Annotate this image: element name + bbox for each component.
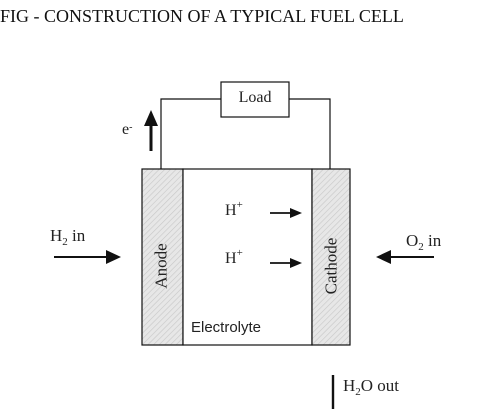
proton-label-upper: H+ [225,200,243,219]
hydrogen-symbol: H [50,226,63,245]
proton-arrow-upper-head [290,208,302,218]
proton-arrow-lower [270,258,302,268]
proton-charge-upper: + [236,199,243,211]
oxygen-suffix: in [423,231,442,250]
proton-arrow-lower-head [290,258,302,268]
cathode-label: Cathode [321,237,341,295]
electron-label: e- [122,122,132,138]
water-prefix: H [343,376,356,395]
proton-symbol-upper: H [225,202,237,219]
page-title: FIG - CONSTRUCTION OF A TYPICAL FUEL CEL… [0,6,404,26]
proton-arrows [270,208,302,268]
anode-wire [160,98,221,169]
water-subscript: 2 [355,386,361,398]
oxygen-in-label: O2 in [406,231,442,253]
cathode-wire [289,98,331,169]
water-out-label: H2O out [343,376,400,398]
external-circuit [160,81,331,169]
proton-charge-lower: + [236,247,243,259]
electron-charge: - [129,122,133,133]
oxygen-arrow-head [376,250,391,264]
hydrogen-inlet-arrow [54,250,121,264]
electron-flow-arrow [144,110,158,151]
hydrogen-suffix: in [67,226,86,245]
electrolyte-region [182,168,313,346]
proton-symbol-lower: H [225,250,237,267]
hydrogen-arrow-head [106,250,121,264]
electron-symbol: e [122,121,130,138]
load-label: Load [238,89,272,106]
fuel-cell-body [141,168,351,346]
oxygen-subscript: 2 [418,241,424,253]
proton-arrow-upper [270,208,302,218]
proton-label-lower: H+ [225,248,243,267]
electrolyte-label: Electrolyte [191,319,262,336]
electron-arrow-head [144,110,158,126]
water-suffix: O out [360,376,400,395]
oxygen-inlet-arrow [376,250,434,264]
anode-label: Anode [151,243,171,289]
hydrogen-subscript: 2 [62,236,68,248]
cathode-plate [311,168,351,346]
oxygen-symbol: O [406,231,419,250]
hydrogen-in-label: H2 in [50,226,86,248]
